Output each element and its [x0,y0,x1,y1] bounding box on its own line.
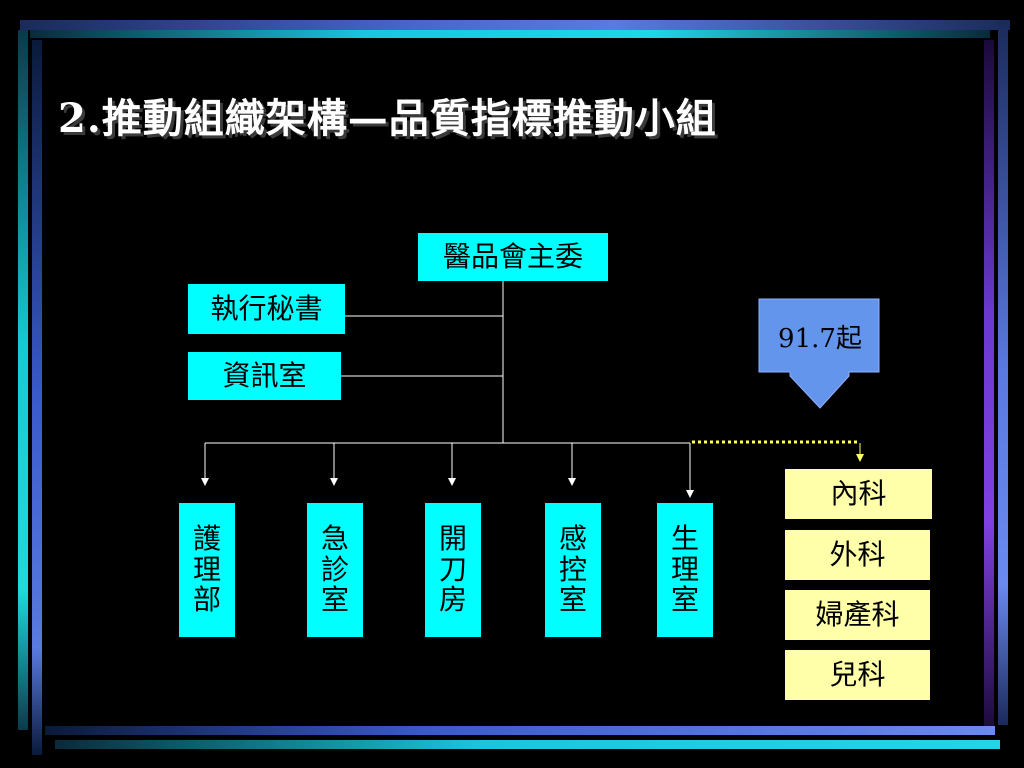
frame-left-bar [18,30,28,730]
callout-label: 91.7起 [778,324,862,354]
dept-char: 部 [192,583,221,617]
dept-node-infection-control: 感 控 室 [545,503,601,637]
dept-char: 生 [670,521,699,555]
dept-node-nursing: 護 理 部 [179,503,235,637]
dept-char: 感 [558,521,587,555]
dept-node-er: 急 診 室 [307,503,363,637]
dept-char: 急 [320,521,349,555]
dept-char: 診 [320,552,349,586]
frame-right-bar [998,20,1008,725]
frame-top-bar [20,20,1010,30]
top-node-chair: 醫品會主委 [418,233,608,281]
specialty-node-surgery: 外科 [785,530,930,580]
slide-title: 2.推動組織架構—品質指標推動小組 [58,95,717,142]
dept-char: 控 [558,552,587,586]
callout-arrow [758,298,880,409]
dept-char: 房 [438,583,467,617]
specialty-node-internal: 內科 [785,469,932,519]
dept-char: 室 [558,583,587,617]
frame-right-bar-inner [984,40,994,730]
specialty-node-pediatrics: 兒科 [785,650,930,700]
dept-char: 刀 [438,552,467,586]
dept-node-physiology: 生 理 室 [657,503,713,637]
frame-top-bar-inner [30,30,990,38]
specialty-node-obgyn: 婦產科 [785,590,930,640]
dept-char: 室 [320,583,349,617]
dept-char: 理 [670,552,699,586]
dept-char: 護 [192,521,221,555]
dept-node-or: 開 刀 房 [425,503,481,637]
frame-left-bar-inner [32,40,42,755]
staff-node-info-office: 資訊室 [188,352,341,400]
staff-node-secretary: 執行秘書 [188,284,345,334]
frame-bottom-bar [55,740,1000,749]
frame-bottom-bar-inner [45,726,995,735]
dept-char: 理 [192,552,221,586]
dept-char: 室 [670,583,699,617]
dept-char: 開 [438,521,467,555]
